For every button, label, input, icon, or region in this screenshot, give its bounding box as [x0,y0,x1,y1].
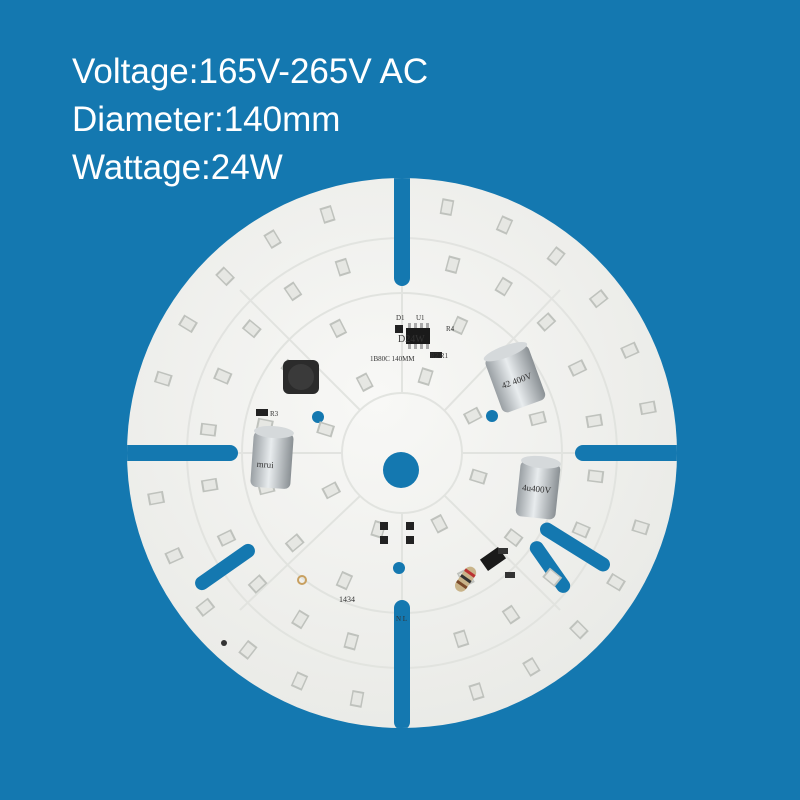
led-chip [606,572,626,592]
capacitor-left: mrui [250,425,294,489]
led-chip [241,318,262,339]
led-chip [495,215,514,235]
mount-hole-bottom [393,562,405,574]
led-chip [444,255,461,274]
led-chip [638,400,657,416]
led-chip [195,597,216,617]
r2r1-label: R2 R1 [430,352,449,360]
serial-label: 1434 [339,595,355,604]
led-chip [343,632,360,651]
led-chip [319,204,336,224]
led-chip [263,229,282,250]
mount-hole-right [486,410,498,422]
led-chip [468,682,485,702]
voltage-spec: Voltage:165V-265V AC [72,52,429,91]
cap-b-label: 4u400V [522,482,552,495]
led-chip [284,533,305,553]
led-chip [567,359,588,377]
inductor [283,360,319,394]
mount-hole-left [312,411,324,423]
ac-input-pads [221,522,414,646]
led-chip [586,469,605,484]
led-chip [417,367,434,387]
led-chip [494,276,513,297]
led-chip [501,604,521,625]
led-chip [213,367,233,385]
led-chip [569,619,589,640]
led-chip [238,639,258,660]
led-chip [147,490,166,506]
led-chip-array [147,198,657,708]
led-chip [349,689,365,708]
d1-label: D1 [396,314,405,322]
led-chip [199,422,218,437]
led-chip [536,312,557,332]
capacitor-top-right: 42 400V [483,342,546,413]
resistor-r3 [256,409,268,416]
center-hole [383,452,419,488]
led-chip [620,341,640,360]
led-chip [439,198,455,217]
led-chip [291,609,310,630]
led-chip [546,246,566,267]
led-chip [247,574,268,594]
led-chip [522,656,541,677]
r3-label: R3 [270,410,279,418]
rectifier [479,546,515,578]
board-disc [127,178,677,728]
led-chip [355,372,374,393]
cap-c-label: mrui [256,459,274,470]
led-chip [450,315,469,336]
driver-ic [395,323,442,358]
led-chip [334,257,351,277]
wattage-spec: Wattage:24W [72,148,283,187]
led-chip [462,406,483,425]
led-chip [528,410,547,427]
led-chip [216,529,237,547]
led-chip [200,477,219,493]
nl-label: N L [396,615,407,623]
u1-label: U1 [416,314,425,322]
led-chip [335,570,354,591]
led-chip [585,413,604,429]
led-chip [453,629,470,649]
led-chip [542,567,563,588]
spec-block: Voltage:165V-265V AC Diameter:140mm Watt… [72,48,428,192]
led-chip [215,266,235,287]
model-label: D24W [398,334,425,345]
led-chip [468,468,488,485]
led-chip [178,314,198,334]
led-chip [290,671,309,691]
led-chip [430,513,449,534]
led-chip [631,519,651,536]
led-chip [571,521,591,539]
led-chip [503,527,524,548]
fuse-resistor [454,566,477,592]
led-chip [321,481,342,500]
led-chip [316,421,336,438]
part-number-label: 1B80C 140MM [370,355,415,363]
led-chip [329,318,348,339]
led-chip [283,281,303,302]
diameter-spec: Diameter:140mm [72,100,341,139]
led-chip [164,546,184,565]
capacitor-right: 4u400V [515,455,561,520]
led-chip [588,289,609,309]
led-chip [153,370,173,387]
r4-label: R4 [446,325,455,333]
